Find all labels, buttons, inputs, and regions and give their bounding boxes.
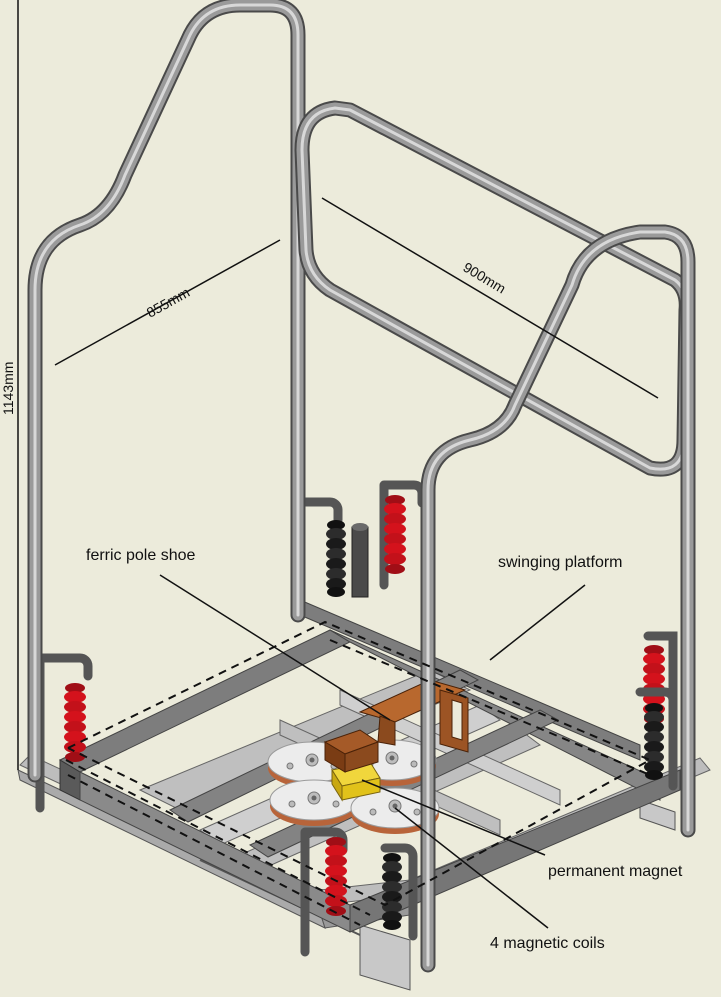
pole-shoe-leader	[159, 574, 391, 721]
pole-shoe-label: ferric pole shoe	[86, 547, 195, 564]
leader-lines	[159, 574, 586, 929]
magnet-leader	[361, 779, 546, 856]
platform-label: swinging platform	[498, 554, 623, 571]
coils-label: 4 magnetic coils	[490, 935, 605, 952]
depth-label: 900mm	[460, 259, 508, 297]
damper-front-middle	[300, 827, 418, 957]
coils-leader	[394, 807, 549, 929]
platform-dashed-outline	[65, 620, 653, 926]
platform-leader	[489, 584, 586, 661]
width-label: 855mm	[144, 284, 193, 321]
magnet-label: permanent magnet	[548, 863, 683, 880]
right-tube-frame	[420, 224, 696, 973]
damper-right	[635, 631, 678, 791]
ferric-pole-shoe	[323, 679, 469, 773]
left-tube-frame	[27, 0, 306, 783]
damper-back-left	[295, 480, 427, 607]
height-label: 1143mm	[0, 362, 16, 415]
depth-dimension-line	[321, 197, 659, 399]
width-dimension-line	[54, 239, 281, 366]
dimension-lines	[17, 0, 659, 770]
